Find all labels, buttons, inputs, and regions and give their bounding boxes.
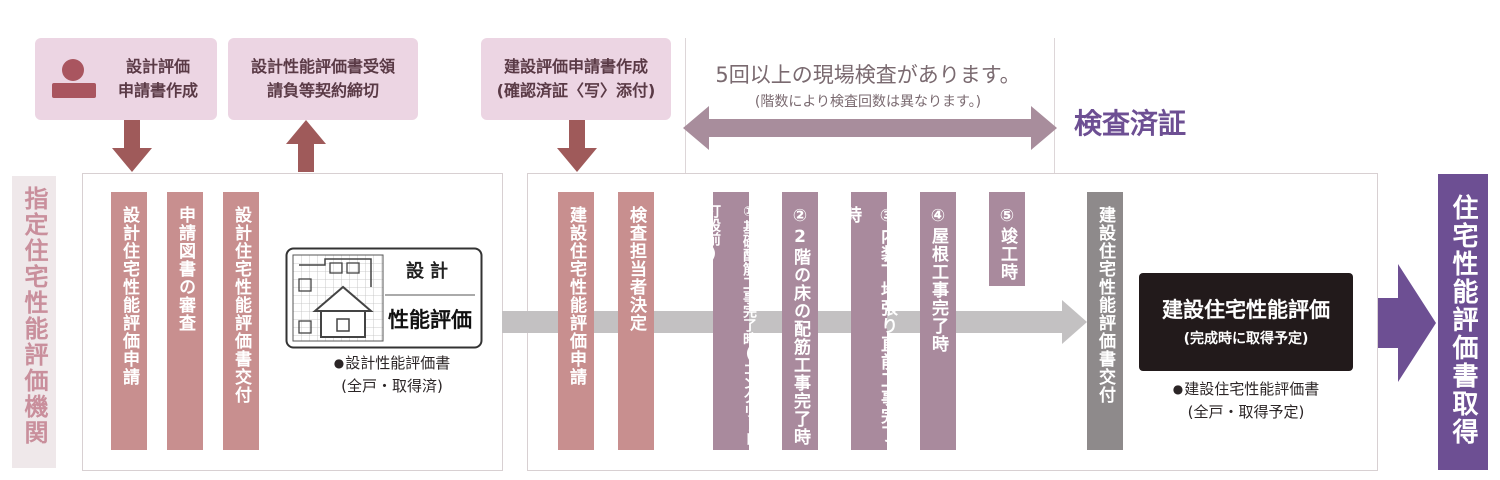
inspection-title: 5回以上の現場検査があります。: [715, 63, 1021, 87]
caption-construction-report: ●建設住宅性能評価書 (全戸・取得予定): [1140, 378, 1352, 424]
top-box-design-application-line1: 設計評価: [125, 57, 190, 76]
stamp-title-design: 設計: [406, 261, 454, 282]
top-box-design-application: 設計評価 申請書作成: [35, 38, 217, 120]
bar-document-review: 申請図書の審査: [167, 192, 203, 450]
double-arrow-icon: [683, 106, 1057, 150]
left-title: 指定住宅性能評価機関: [12, 176, 56, 468]
top-box-contract-line1: 設計性能評価書受領: [250, 57, 395, 76]
construction-evaluation-title: 建設住宅性能評価: [1162, 298, 1330, 322]
person-icon: [52, 59, 96, 98]
bar-design-report-issue: 設計住宅性能評価書交付: [223, 192, 259, 450]
bar-inspection-3: ③内装下地張り直前工事完了時: [841, 192, 897, 450]
arrow-down-icon-2: [557, 120, 597, 172]
bar-inspector-assignment: 検査担当者決定: [618, 192, 654, 450]
top-box-contract: 設計性能評価書受領 請負等契約締切: [228, 38, 418, 120]
bar-design-application: 設計住宅性能評価申請: [111, 192, 147, 450]
purple-arrow-icon: [1378, 264, 1436, 382]
top-box-construction-application: 建設評価申請書作成 (確認済証〈写〉添付): [481, 38, 671, 120]
right-title: 住宅性能評価書取得: [1438, 174, 1488, 470]
caption-construction-report-line2: (全戸・取得予定): [1187, 403, 1305, 421]
top-box-construction-application-line1: 建設評価申請書作成: [503, 57, 648, 76]
inspection-subtitle: (階数により検査回数は異なります。): [754, 94, 982, 110]
design-evaluation-stamp: [285, 247, 483, 349]
caption-design-report: ●設計性能評価書 (全戸・取得済): [292, 352, 492, 398]
caption-design-report-line1: 設計性能評価書: [345, 354, 451, 372]
caption-construction-report-line1: 建設住宅性能評価書: [1184, 380, 1320, 398]
bar-inspection-1: ①基礎配筋工事完了時(コンクリート打設前): [705, 192, 757, 450]
bar-inspection-5: ⑤竣工時: [989, 192, 1025, 286]
construction-evaluation-note: (完成時に取得予定): [1183, 331, 1309, 347]
arrow-up-icon: [286, 120, 326, 172]
construction-evaluation-box: 建設住宅性能評価 (完成時に取得予定): [1139, 273, 1353, 371]
stamp-title-evaluation: 性能評価: [388, 308, 472, 332]
bullet-icon: ●: [333, 356, 345, 370]
bar-construction-report-issue: 建設住宅性能評価書交付: [1087, 192, 1123, 450]
bullet-icon-2: ●: [1172, 382, 1184, 396]
bar-construction-application: 建設住宅性能評価申請: [558, 192, 594, 450]
top-box-construction-application-line2: (確認済証〈写〉添付): [496, 81, 656, 100]
bar-inspection-2: ②2階の床の配筋工事完了時: [782, 192, 818, 450]
inspection-certificate-label: 検査済証: [1074, 107, 1187, 140]
top-box-design-application-line2: 申請書作成: [117, 81, 198, 100]
arrow-down-icon: [112, 120, 152, 172]
caption-design-report-line2: (全戸・取得済): [341, 377, 443, 395]
bar-inspection-4: ④屋根工事完了時: [920, 192, 956, 450]
top-box-contract-line2: 請負等契約締切: [266, 81, 379, 100]
